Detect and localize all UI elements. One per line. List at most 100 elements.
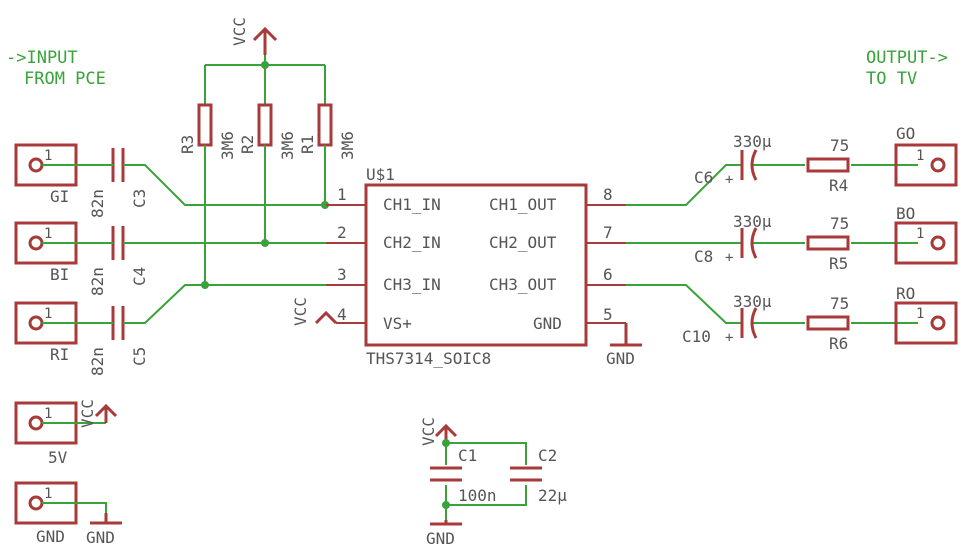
r4-value: 75	[830, 136, 849, 155]
ic-pin4-number: 4	[337, 305, 347, 324]
ic-pin3-name: CH3_IN	[383, 275, 441, 294]
ic-pin7-name: CH2_OUT	[489, 233, 557, 252]
top-vcc-symbol: VCC	[230, 17, 278, 55]
c10-value: 330µ	[733, 292, 772, 311]
r2-name: R2	[238, 135, 257, 154]
resistor-bottom-wires	[204, 145, 326, 285]
connector-gnd: 1 GND	[14, 481, 78, 546]
ic-pin5-name: GND	[533, 314, 562, 333]
c2-name: C2	[538, 446, 557, 465]
c8-value: 330µ	[733, 212, 772, 231]
go-pin-number: 1	[916, 148, 924, 164]
output-note-line1: OUTPUT->	[866, 48, 948, 68]
ic-pin2-name: CH2_IN	[383, 233, 441, 252]
capacitor-c3: 82n C3	[88, 148, 149, 218]
ch2-junction	[261, 239, 269, 247]
ro-pin-number: 1	[916, 306, 924, 322]
capacitor-c6: 330µ C6 +	[694, 132, 772, 188]
r3-value: 3M6	[218, 131, 237, 160]
decoupling-gnd-label: GND	[426, 529, 455, 548]
resistor-r4: 75 R4	[806, 136, 850, 195]
c4-name: C4	[130, 267, 149, 286]
resistor-r2: R2 3M6	[238, 103, 297, 160]
c6-name: C6	[694, 168, 713, 187]
ri-pin-number: 1	[44, 306, 52, 322]
gi-pin-number: 1	[44, 148, 52, 164]
go-signal-wire	[626, 164, 918, 206]
bi-label: BI	[50, 265, 69, 284]
output-connector-ro: 1 RO	[894, 284, 958, 345]
ro-signal-wire	[626, 284, 918, 324]
ic-pin4-name: VS+	[383, 314, 412, 333]
gnd-connector-label: GND	[36, 527, 65, 546]
r3-name: R3	[178, 135, 197, 154]
c3-name: C3	[130, 189, 149, 208]
c8-name: C8	[694, 247, 713, 266]
decoupling-gnd-symbol: GND	[426, 520, 462, 548]
ic-pin3-number: 3	[337, 265, 347, 284]
ic-gnd-label: GND	[606, 349, 635, 368]
ic-ths7314: U$1 THS7314_SOIC8 1 2 3 4 CH1_IN CH2_IN …	[326, 165, 626, 368]
r5-value: 75	[830, 214, 849, 233]
c2-value: 22µ	[538, 486, 567, 505]
ro-label: RO	[896, 284, 915, 303]
5v-vcc-label: VCC	[78, 399, 97, 428]
c8-polarity: +	[725, 250, 733, 266]
ic-ref: U$1	[366, 165, 395, 184]
ic-pin8-number: 8	[603, 185, 613, 204]
r6-name: R6	[829, 334, 848, 353]
c5-name: C5	[130, 347, 149, 366]
ic-vcc-symbol: VCC	[291, 297, 338, 326]
bo-pin-number: 1	[916, 226, 924, 242]
ic-pin1-name: CH1_IN	[383, 195, 441, 214]
input-note-line1: ->INPUT	[6, 48, 78, 68]
capacitor-c4: 82n C4	[88, 226, 149, 296]
c6-polarity: +	[725, 172, 733, 188]
5v-label: 5V	[48, 448, 68, 467]
gnd-connector-gnd-symbol: GND	[86, 513, 122, 547]
capacitor-c8: 330µ C8 +	[694, 212, 772, 266]
gnd-symbol-label: GND	[86, 528, 115, 547]
capacitor-c10: 330µ C10 +	[682, 292, 772, 346]
decoupling-vcc-symbol: VCC	[419, 417, 458, 446]
resistor-r3: R3 3M6	[178, 103, 237, 160]
ic-pin5-number: 5	[603, 305, 613, 324]
ic-part-name: THS7314_SOIC8	[366, 349, 491, 368]
ic-pin2-number: 2	[337, 223, 347, 242]
output-connector-bo: 1 BO	[894, 204, 958, 265]
decoupling-bottom-junction	[442, 501, 450, 509]
c1-name: C1	[458, 446, 477, 465]
output-connector-go: 1 GO	[894, 124, 958, 187]
c6-value: 330µ	[733, 132, 772, 151]
gnd-wire	[42, 502, 107, 513]
ic-pin6-number: 6	[603, 265, 613, 284]
r2-value: 3M6	[278, 131, 297, 160]
ic-pin8-name: CH1_OUT	[489, 195, 557, 214]
r4-name: R4	[829, 176, 848, 195]
capacitor-c5: 82n C5	[88, 306, 149, 376]
r1-value: 3M6	[338, 131, 357, 160]
resistor-r5: 75 R5	[806, 214, 850, 273]
input-connector-gi: 1 GI	[14, 143, 78, 206]
decoupling-vcc-label: VCC	[419, 417, 438, 446]
ic-pin1-number: 1	[337, 185, 347, 204]
decoupling-top-junction	[442, 439, 450, 447]
c10-name: C10	[682, 327, 711, 346]
capacitor-c1: C1 100n	[430, 446, 497, 505]
ic-pin7-number: 7	[603, 223, 613, 242]
ri-label: RI	[50, 345, 69, 364]
input-connector-bi: 1 BI	[14, 221, 78, 284]
ic-vcc-label: VCC	[291, 297, 310, 326]
go-label: GO	[896, 124, 915, 143]
resistor-r1: R1 3M6	[298, 103, 357, 160]
5v-vcc-symbol: VCC	[78, 399, 118, 428]
ic-gnd-symbol: GND	[606, 323, 642, 368]
ri-signal-wire	[42, 284, 345, 324]
ch3-junction	[201, 281, 209, 289]
r6-value: 75	[830, 294, 849, 313]
output-note-line2: TO TV	[866, 69, 917, 89]
gi-label: GI	[50, 187, 69, 206]
connector-5v: 1 5V	[14, 401, 78, 467]
top-vcc-label: VCC	[230, 17, 249, 46]
